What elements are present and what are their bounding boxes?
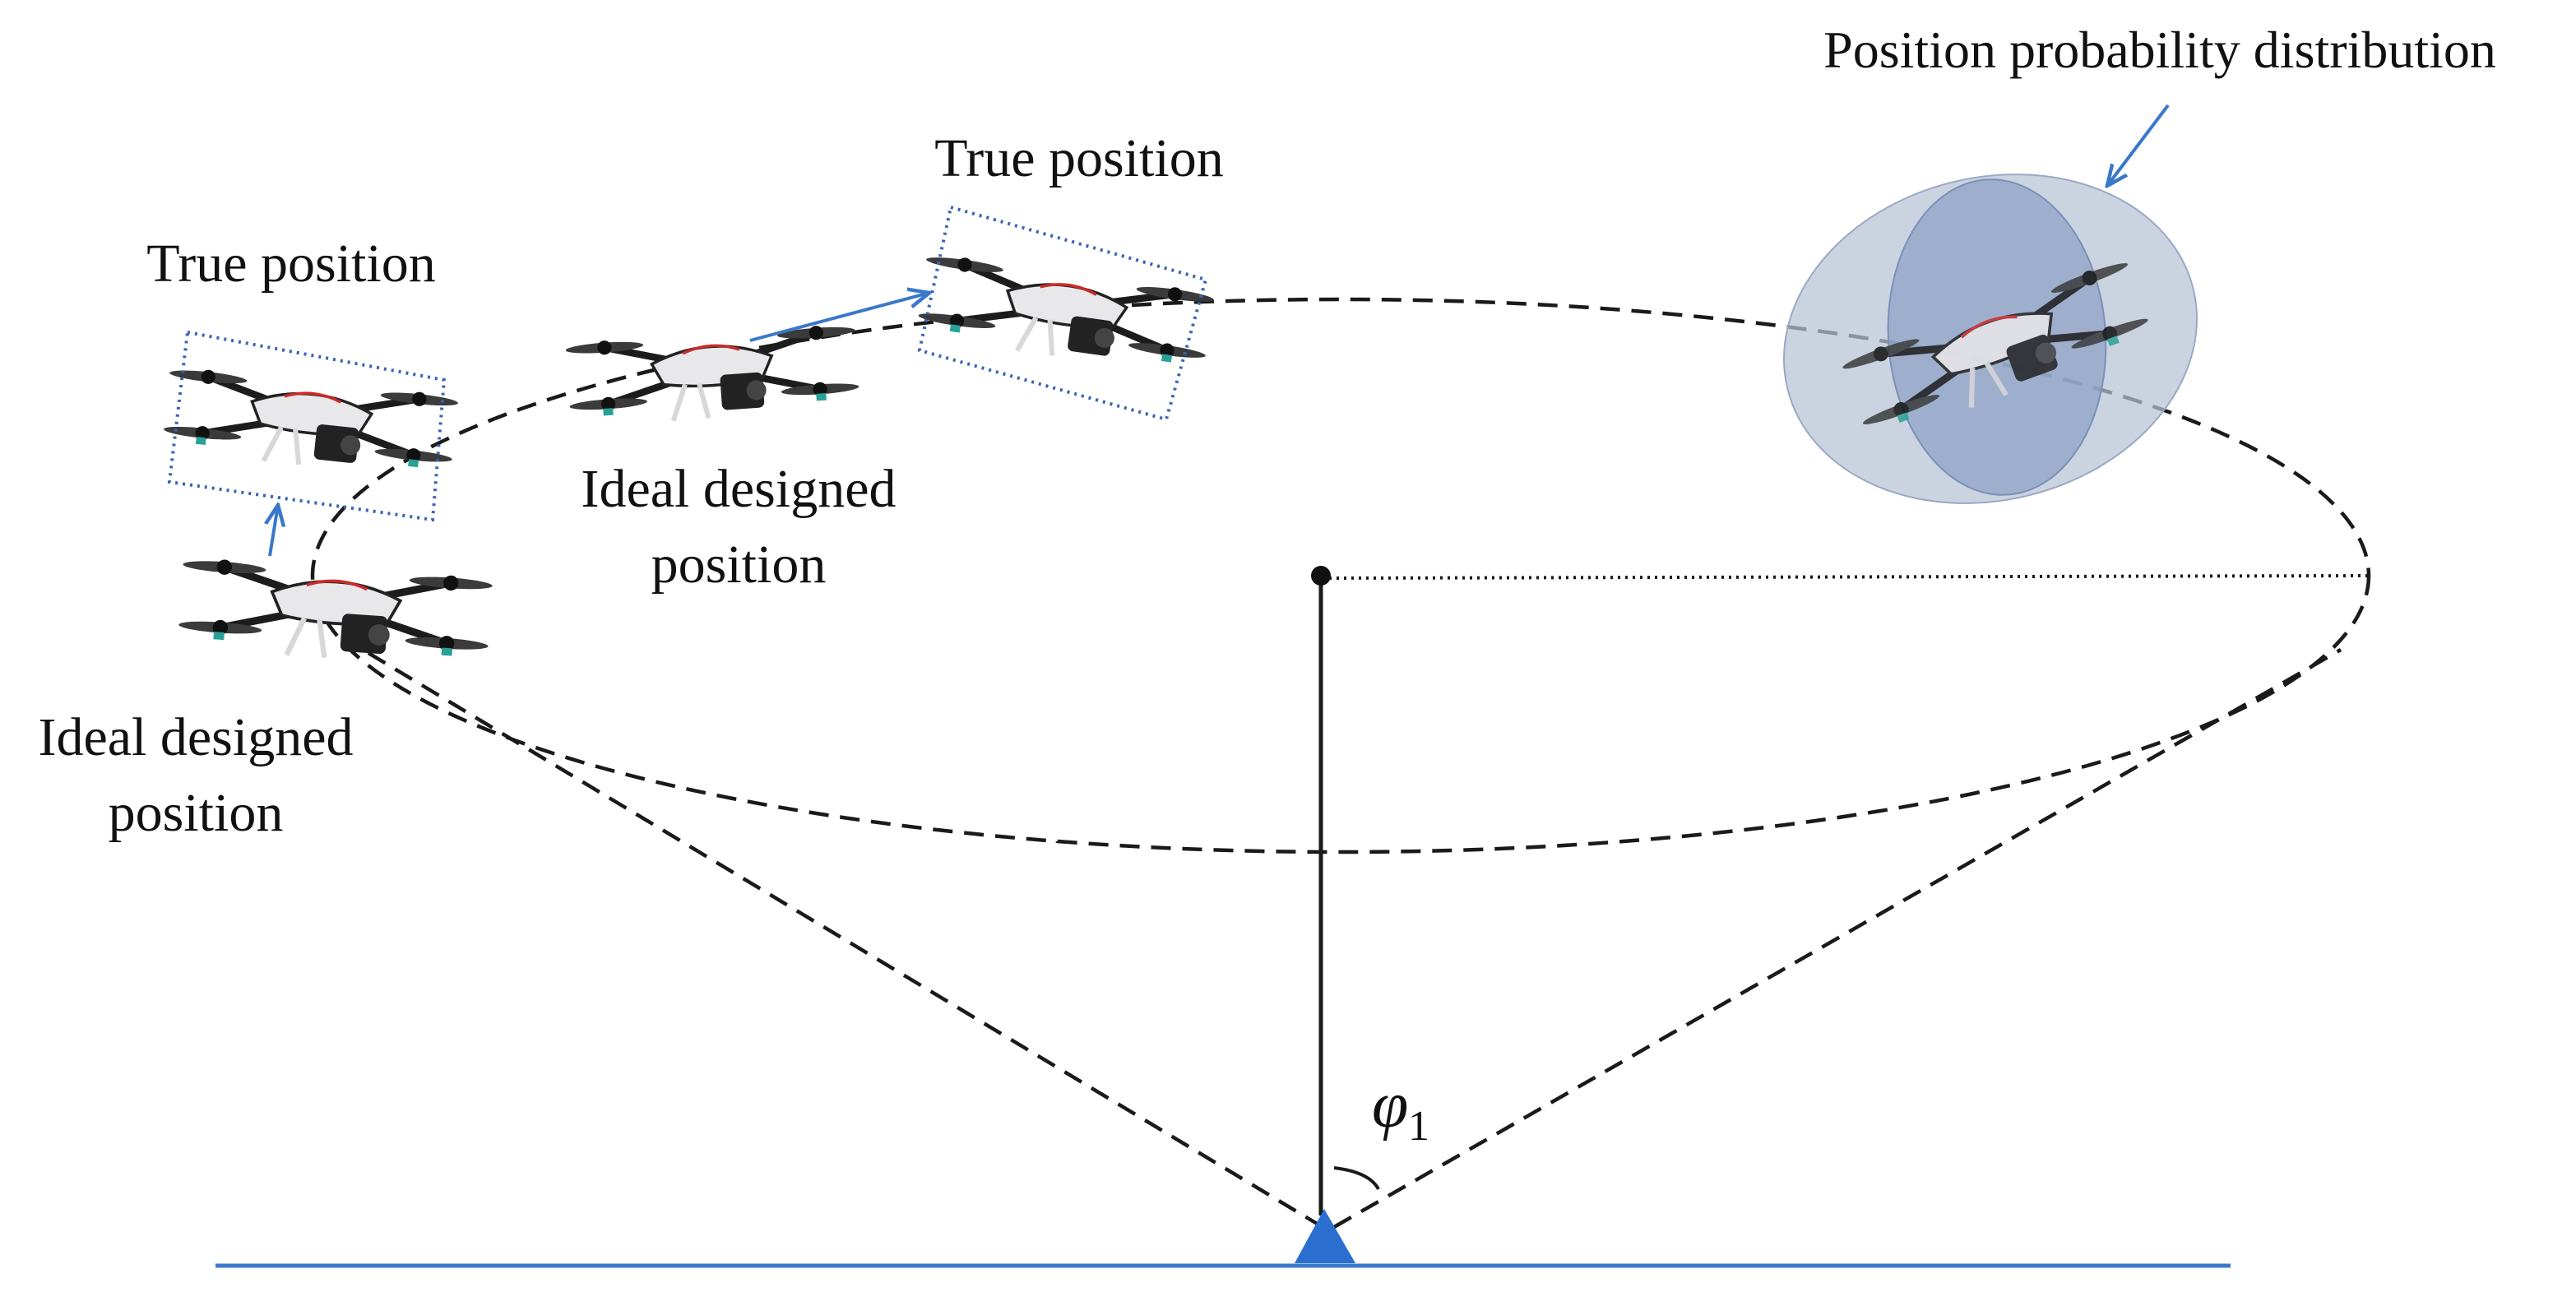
arrow-up-left — [270, 505, 278, 557]
triangle-base-station-icon — [1295, 1209, 1355, 1263]
orbit-center-dot — [1311, 566, 1331, 586]
quadcopter-drone-icon — [565, 323, 860, 428]
quadcopter-drone-icon — [915, 252, 1215, 377]
true-position-box-left — [167, 330, 447, 522]
label-ideal-designed-mid-1: Ideal designed — [581, 459, 896, 519]
label-ideal-designed-left-1: Ideal designed — [38, 707, 353, 767]
cone-line-left — [342, 637, 1324, 1229]
radius-line — [1328, 574, 2370, 580]
quadcopter-drone-icon — [177, 557, 493, 669]
angle-arc — [1333, 1166, 1380, 1191]
arrow-right-mid — [749, 293, 929, 342]
label-ideal-designed-mid-2: position — [651, 535, 827, 595]
label-true-position-mid: True position — [934, 128, 1223, 188]
angle-symbol: φ — [1372, 1069, 1408, 1141]
label-position-probability: Position probability distribution — [1823, 21, 2496, 79]
label-ideal-designed-left-2: position — [109, 783, 284, 843]
quadcopter-drone-icon — [161, 366, 458, 480]
arrow-to-distribution — [2107, 104, 2170, 186]
cone-line-right — [1332, 648, 2342, 1229]
label-true-position-left: True position — [146, 234, 435, 294]
angle-subscript: 1 — [1408, 1103, 1429, 1150]
orbit-ellipse — [310, 297, 2371, 854]
